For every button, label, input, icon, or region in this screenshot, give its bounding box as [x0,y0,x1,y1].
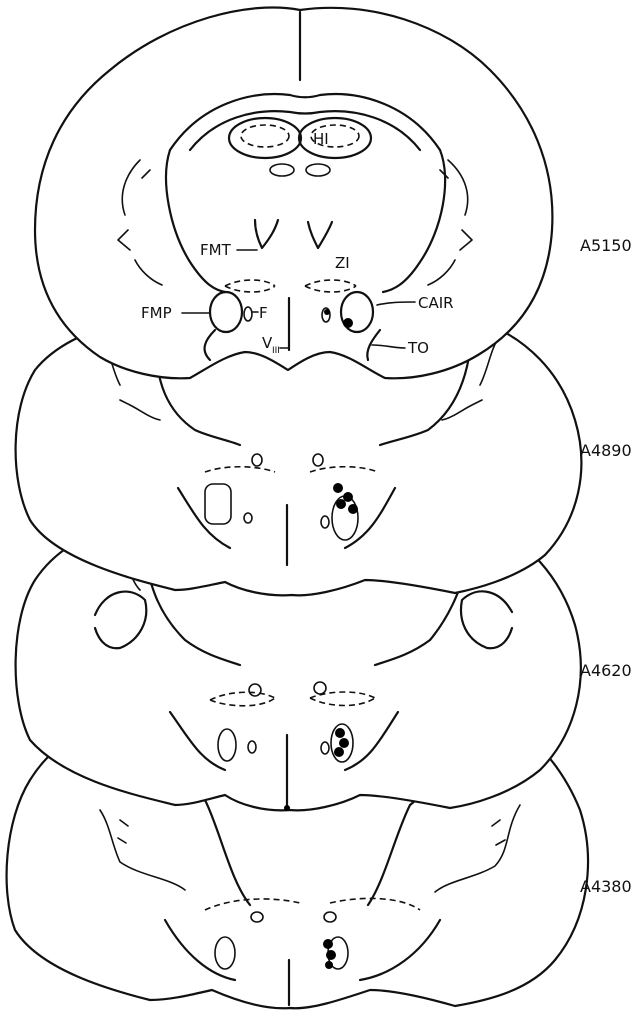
section-a4380-lesion-dot [326,950,336,960]
section-a5150-cair-label: CAIR [418,294,454,312]
section-a5150-fmp-label: FMP [141,304,172,322]
section-a5150-to-label: TO [407,339,429,357]
section-a5150-v-subscript: III [272,346,280,356]
section-a4890-lesion-dot [336,499,346,509]
section-a5150-outline [35,8,552,379]
section-a4380-lesion-dot [325,961,333,969]
section-a4620-lesion-dot [335,728,345,738]
section-a5150-fmt-label: FMT [200,241,232,259]
section-a4380-lesion-dot [323,939,333,949]
section-a5150-level-label: A5150 [580,236,632,255]
section-a4380-level-label: A4380 [580,877,632,896]
section-a4890-level-label: A4890 [580,441,632,460]
section-a4620-midline-end [284,805,290,811]
section-a4890-lesion-dot [348,504,358,514]
section-a5150-zi-label: ZI [335,254,350,272]
section-a4890-lesion-dot [333,483,343,493]
section-a5150: HI FMT ZI FMP F CAIR V III TO A5150 [35,8,632,379]
section-a5150-lesion-dot [324,309,330,315]
section-a4620-lesion-dot [339,738,349,748]
section-a5150-lesion-dot [343,318,353,328]
section-a4620-level-label: A4620 [580,661,632,680]
section-a4620-lesion-dot [334,747,344,757]
section-a5150-hi-label: HI [313,130,329,148]
section-a5150-f-label: F [259,304,268,322]
